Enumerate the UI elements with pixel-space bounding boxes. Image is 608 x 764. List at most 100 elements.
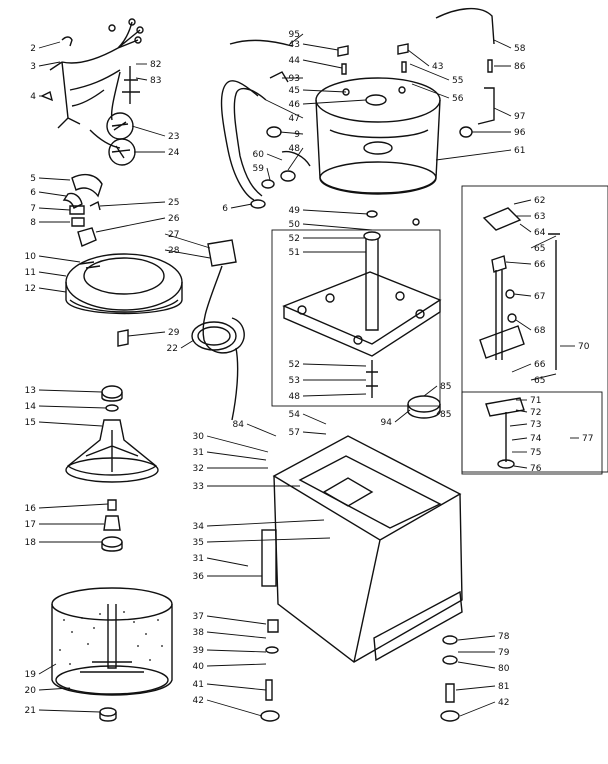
leader-line: [38, 207, 71, 211]
leader-line: [38, 663, 57, 675]
callout-number: 72: [530, 408, 541, 418]
callout-number: 86: [514, 62, 526, 72]
callout-number: 62: [534, 196, 545, 206]
callout-number: 73: [530, 420, 541, 430]
callout-c72: 72: [515, 408, 541, 418]
agitator-cap: [101, 385, 123, 412]
callout-number: 70: [578, 342, 590, 352]
callout-number: 20: [25, 686, 37, 696]
callout-number: 68: [534, 326, 546, 336]
callout-c76: 76: [513, 464, 542, 474]
callout-c82: 82: [136, 60, 161, 70]
callout-c63: 63: [516, 212, 545, 222]
agitator: [65, 419, 159, 483]
callout-c66b: 66: [511, 360, 546, 373]
callout-c47: 47: [265, 99, 304, 124]
leader-line: [509, 423, 528, 427]
callout-number: 42: [193, 696, 204, 706]
callout-c86: 86: [494, 62, 526, 72]
connector-inset-23: [106, 112, 134, 140]
callout-c83: 83: [135, 76, 161, 86]
callout-c2: 2: [30, 41, 61, 54]
leader-line: [206, 649, 267, 653]
small-clip-2: [61, 36, 73, 47]
leader-line: [513, 465, 528, 469]
callout-c61: 61: [435, 146, 525, 161]
callout-number: 8: [30, 218, 36, 228]
callout-number: 57: [289, 428, 300, 438]
callout-c43b: 43: [407, 49, 443, 72]
callout-number: 28: [168, 246, 180, 256]
leader-line: [530, 373, 557, 381]
callout-c57: 57: [289, 428, 327, 438]
callout-c31b: 31: [193, 554, 249, 567]
leader-line: [513, 293, 532, 297]
callout-c7: 7: [30, 204, 71, 214]
callout-c43a: 43: [289, 40, 339, 51]
callout-c29: 29: [127, 328, 180, 338]
callout-number: 7: [30, 204, 36, 214]
leader-line: [289, 33, 304, 45]
leader-line: [302, 363, 367, 367]
callout-c31a: 31: [193, 448, 267, 461]
callout-number: 97: [514, 112, 525, 122]
leader-line: [423, 385, 438, 397]
callout-layer: 2345678101112131415161718192021222324252…: [25, 30, 593, 717]
leader-line: [206, 631, 267, 639]
leader-line: [206, 451, 267, 461]
leader-line: [302, 43, 339, 51]
callout-number: 32: [193, 464, 204, 474]
callout-number: 77: [582, 434, 593, 444]
callout-number: 40: [193, 662, 205, 672]
callout-number: 6: [222, 204, 228, 214]
leader-line: [38, 687, 71, 691]
callout-number: 46: [289, 100, 301, 110]
callout-c64: 64: [519, 223, 546, 238]
callout-c6b: 6: [222, 203, 253, 214]
leader-line: [519, 223, 532, 233]
callout-c48b: 48: [289, 392, 367, 402]
callout-c6a: 6: [30, 188, 67, 198]
callout-c36: 36: [193, 572, 262, 582]
leader-line: [38, 709, 101, 713]
leader-line: [394, 409, 411, 423]
callout-number: 9: [294, 130, 300, 140]
callout-number: 61: [514, 146, 525, 156]
callout-number: 47: [289, 114, 300, 124]
callout-number: 80: [498, 664, 510, 674]
callout-number: 66: [534, 260, 546, 270]
leader-line: [511, 437, 528, 441]
callout-number: 96: [514, 128, 526, 138]
callout-c33: 33: [193, 482, 300, 492]
leader-line: [407, 49, 430, 67]
callout-number: 6: [30, 188, 36, 198]
callout-c54: 54: [289, 410, 327, 425]
callout-number: 81: [498, 682, 509, 692]
leader-line: [206, 699, 263, 717]
leader-line: [99, 201, 166, 207]
leader-line: [246, 423, 277, 437]
callout-number: 24: [168, 148, 180, 158]
callout-number: 64: [534, 228, 546, 238]
callout-c66a: 66: [505, 260, 546, 270]
callout-c18: 18: [25, 538, 102, 548]
leader-line: [266, 167, 271, 181]
callout-c48: 48: [287, 144, 304, 171]
callout-number: 22: [167, 344, 178, 354]
coupling-16-18: [101, 499, 123, 552]
leader-line: [302, 431, 327, 435]
callout-number: 48: [289, 144, 301, 154]
suspension-assembly: [461, 185, 608, 473]
callout-number: 12: [25, 284, 36, 294]
callout-c68: 68: [515, 319, 546, 336]
callout-number: 38: [193, 628, 205, 638]
callout-number: 49: [289, 206, 301, 216]
callout-number: 56: [452, 94, 464, 104]
callout-c84: 84: [233, 420, 277, 437]
leader-line: [206, 615, 267, 625]
callout-c94: 94: [381, 409, 411, 428]
callout-c80: 80: [457, 661, 510, 674]
leader-line: [206, 683, 267, 691]
leader-line: [515, 409, 528, 413]
